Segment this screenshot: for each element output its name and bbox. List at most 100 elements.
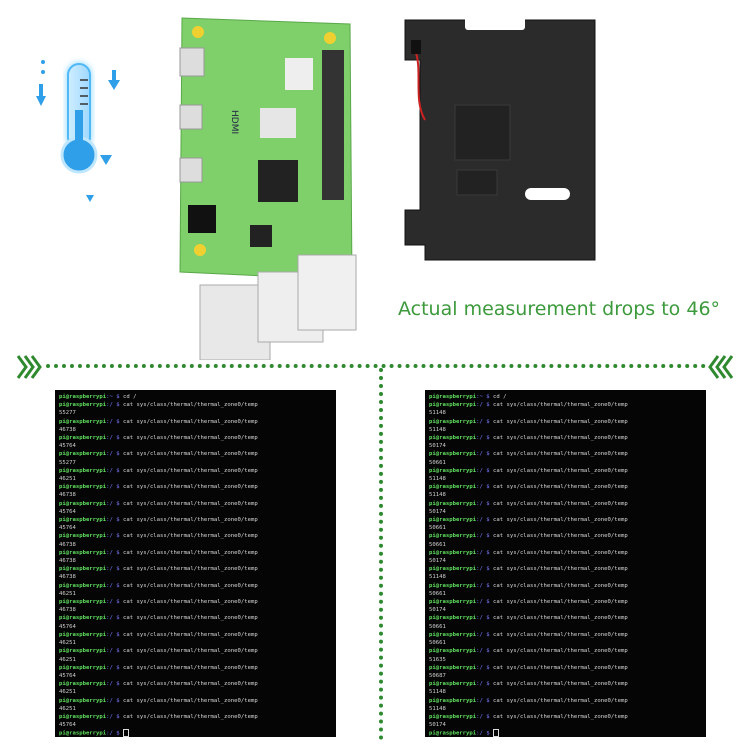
prompt-command: cat sys/class/thermal/thermal_zone0/temp <box>123 517 258 524</box>
terminal-prompt-line: pi@raspberrypi:/ $ cat sys/class/thermal… <box>429 516 702 524</box>
prompt-command: cat sys/class/thermal/thermal_zone0/temp <box>493 681 628 688</box>
terminal-prompt-line: pi@raspberrypi:~ $ cd / <box>429 393 702 401</box>
prompt-user: pi@raspberrypi <box>429 394 477 400</box>
terminal-prompt-line: pi@raspberrypi:/ $ cat sys/class/thermal… <box>429 664 702 672</box>
prompt-command: cat sys/class/thermal/thermal_zone0/temp <box>123 631 258 638</box>
prompt-dir: :/ $ <box>106 402 123 409</box>
prompt-command: cat sys/class/thermal/thermal_zone0/temp <box>493 418 628 425</box>
prompt-user: pi@raspberrypi <box>429 500 477 507</box>
terminal-prompt-line: pi@raspberrypi:/ $ cat sys/class/thermal… <box>429 631 702 639</box>
temperature-output: 51148 <box>429 492 446 499</box>
prompt-command: cat sys/class/thermal/thermal_zone0/temp <box>123 500 258 507</box>
terminal-prompt-line: pi@raspberrypi:/ $ cat sys/class/thermal… <box>59 664 332 672</box>
temperature-output: 46251 <box>59 590 76 597</box>
terminal-prompt-line: pi@raspberrypi:/ $ cat sys/class/thermal… <box>59 418 332 426</box>
hdmi-label: HDMI <box>229 110 239 134</box>
prompt-user: pi@raspberrypi <box>429 517 477 524</box>
temperature-output: 45764 <box>59 672 76 679</box>
prompt-command: cat sys/class/thermal/thermal_zone0/temp <box>493 664 628 671</box>
temperature-output: 50174 <box>429 508 446 515</box>
terminal-prompt-line: pi@raspberrypi:/ $ cat sys/class/thermal… <box>59 582 332 590</box>
prompt-user: pi@raspberrypi <box>429 648 477 655</box>
terminal-prompt-line: pi@raspberrypi:/ $ cat sys/class/thermal… <box>429 532 702 540</box>
prompt-command: cat sys/class/thermal/thermal_zone0/temp <box>123 615 258 622</box>
prompt-command: cat sys/class/thermal/thermal_zone0/temp <box>123 648 258 655</box>
prompt-user: pi@raspberrypi <box>59 664 107 671</box>
temperature-output: 45764 <box>59 508 76 515</box>
prompt-command: cat sys/class/thermal/thermal_zone0/temp <box>123 435 258 442</box>
prompt-user: pi@raspberrypi <box>59 467 107 474</box>
terminal-prompt-line: pi@raspberrypi:/ $ cat sys/class/thermal… <box>59 647 332 655</box>
prompt-dir: :/ $ <box>106 566 123 573</box>
prompt-command: cat sys/class/thermal/thermal_zone0/temp <box>123 533 258 540</box>
prompt-dir: :/ $ <box>476 599 493 606</box>
temperature-output: 51635 <box>429 656 446 663</box>
prompt-command: cat sys/class/thermal/thermal_zone0/temp <box>123 697 258 704</box>
prompt-user: pi@raspberrypi <box>429 402 477 409</box>
terminal-prompt-line: pi@raspberrypi:/ $ cat sys/class/thermal… <box>59 631 332 639</box>
terminal-prompt-line: pi@raspberrypi:/ $ cat sys/class/thermal… <box>59 614 332 622</box>
prompt-dir: :/ $ <box>476 566 493 573</box>
prompt-command: cat sys/class/thermal/thermal_zone0/temp <box>493 467 628 474</box>
prompt-user: pi@raspberrypi <box>59 599 107 606</box>
temperature-output: 46738 <box>59 426 76 433</box>
prompt-user: pi@raspberrypi <box>429 681 477 688</box>
prompt-dir: :/ $ <box>476 730 493 737</box>
prompt-dir: :/ $ <box>476 435 493 442</box>
terminal-prompt-line: pi@raspberrypi:/ $ cat sys/class/thermal… <box>429 565 702 573</box>
prompt-dir: :/ $ <box>106 681 123 688</box>
prompt-command: cat sys/class/thermal/thermal_zone0/temp <box>493 615 628 622</box>
prompt-user: pi@raspberrypi <box>59 648 107 655</box>
temperature-output: 46251 <box>59 640 76 647</box>
terminal-prompt-line: pi@raspberrypi:/ $ cat sys/class/thermal… <box>429 713 702 721</box>
prompt-user: pi@raspberrypi <box>59 582 107 589</box>
terminal-prompt-line: pi@raspberrypi:/ $ cat sys/class/thermal… <box>59 532 332 540</box>
prompt-user: pi@raspberrypi <box>59 730 107 737</box>
thermometer-cooling-icon <box>36 60 120 202</box>
prompt-user: pi@raspberrypi <box>429 631 477 638</box>
prompt-dir: :/ $ <box>106 484 123 491</box>
temperature-output: 51148 <box>429 426 446 433</box>
temperature-output: 51148 <box>429 705 446 712</box>
terminal-prompt-line: pi@raspberrypi:/ $ cat sys/class/thermal… <box>59 565 332 573</box>
prompt-dir: :/ $ <box>106 549 123 556</box>
prompt-user: pi@raspberrypi <box>429 697 477 704</box>
prompt-user: pi@raspberrypi <box>429 549 477 556</box>
prompt-command: cd / <box>493 394 507 400</box>
prompt-user: pi@raspberrypi <box>429 435 477 442</box>
prompt-dir: :/ $ <box>106 631 123 638</box>
prompt-command: cat sys/class/thermal/thermal_zone0/temp <box>123 566 258 573</box>
temperature-output: 50174 <box>429 607 446 614</box>
temperature-output: 46251 <box>59 476 76 483</box>
prompt-dir: :/ $ <box>476 681 493 688</box>
prompt-dir: :/ $ <box>476 418 493 425</box>
prompt-user: pi@raspberrypi <box>59 533 107 540</box>
terminal-prompt-line: pi@raspberrypi:/ $ cat sys/class/thermal… <box>59 401 332 409</box>
prompt-dir: :/ $ <box>476 517 493 524</box>
terminal-prompt-line: pi@raspberrypi:/ $ cat sys/class/thermal… <box>429 500 702 508</box>
raspberry-pi-board-image: HDMI <box>179 17 357 360</box>
temperature-output: 51148 <box>429 689 446 696</box>
prompt-user: pi@raspberrypi <box>429 451 477 458</box>
terminal-prompt-line: pi@raspberrypi:/ $ cat sys/class/thermal… <box>59 467 332 475</box>
terminal-prompt-line: pi@raspberrypi:/ $ cat sys/class/thermal… <box>59 713 332 721</box>
temperature-output: 51148 <box>429 410 446 417</box>
temperature-output: 55277 <box>59 459 76 466</box>
prompt-command: cat sys/class/thermal/thermal_zone0/temp <box>493 549 628 556</box>
temperature-output: 46738 <box>59 492 76 499</box>
prompt-command: cat sys/class/thermal/thermal_zone0/temp <box>123 467 258 474</box>
prompt-command: cat sys/class/thermal/thermal_zone0/temp <box>493 451 628 458</box>
prompt-command: cat sys/class/thermal/thermal_zone0/temp <box>493 697 628 704</box>
prompt-command: cat sys/class/thermal/thermal_zone0/temp <box>493 402 628 409</box>
temperature-output: 46251 <box>59 689 76 696</box>
temperature-output: 50661 <box>429 541 446 548</box>
prompt-dir: :/ $ <box>106 418 123 425</box>
temperature-output: 50661 <box>429 623 446 630</box>
chevron-left-icon <box>708 355 734 379</box>
prompt-user: pi@raspberrypi <box>429 566 477 573</box>
prompt-dir: :/ $ <box>476 402 493 409</box>
terminal-prompt-line: pi@raspberrypi:/ $ cat sys/class/thermal… <box>59 483 332 491</box>
temperature-output: 50687 <box>429 672 446 679</box>
prompt-dir: :/ $ <box>106 730 123 737</box>
prompt-command: cat sys/class/thermal/thermal_zone0/temp <box>493 533 628 540</box>
